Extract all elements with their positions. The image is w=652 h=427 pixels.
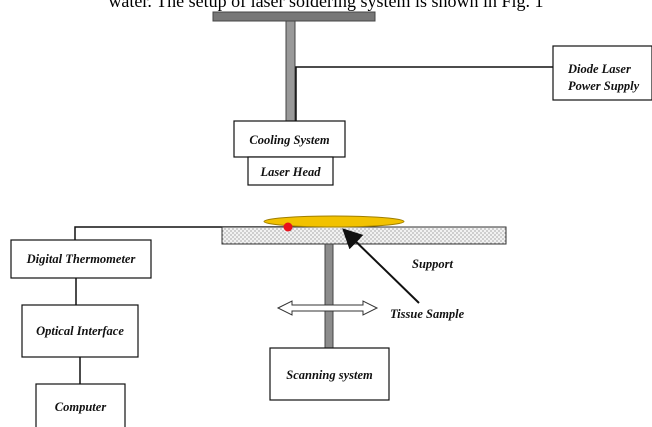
scan-direction-arrow	[276, 300, 379, 316]
laser-head-label: Laser Head	[259, 165, 321, 179]
power-supply-label-line1: Diode Laser	[567, 62, 631, 76]
probe-contact-dot	[283, 222, 293, 232]
tissue-pointer-arrow	[342, 228, 420, 304]
scanning-system-label: Scanning system	[286, 368, 373, 382]
thermometer-probe-line	[74, 226, 287, 240]
scanning-system-box	[269, 347, 390, 401]
computer-label: Computer	[55, 400, 107, 414]
tissue-sample-label: Tissue Sample	[390, 307, 465, 321]
power-supply-box	[552, 45, 652, 101]
support-plate	[221, 226, 507, 245]
digital-thermometer-label: Digital Thermometer	[26, 252, 136, 266]
optical-interface-label: Optical Interface	[36, 324, 124, 338]
power-supply-label-line2: Power Supply	[568, 79, 640, 93]
page-header-text: water. The setup of laser soldering syst…	[108, 0, 544, 11]
digital-thermometer-box	[10, 239, 152, 279]
cooling-system-box	[233, 120, 346, 158]
support-stand-rod	[324, 243, 334, 349]
support-label: Support	[412, 257, 454, 271]
top-mount-bar	[212, 11, 376, 22]
laser-head-box	[247, 156, 334, 186]
computer-box	[35, 383, 126, 427]
tissue-sample	[263, 215, 405, 228]
laser-rod	[285, 20, 296, 122]
power-cable	[295, 66, 555, 121]
cooling-system-label: Cooling System	[249, 133, 329, 147]
